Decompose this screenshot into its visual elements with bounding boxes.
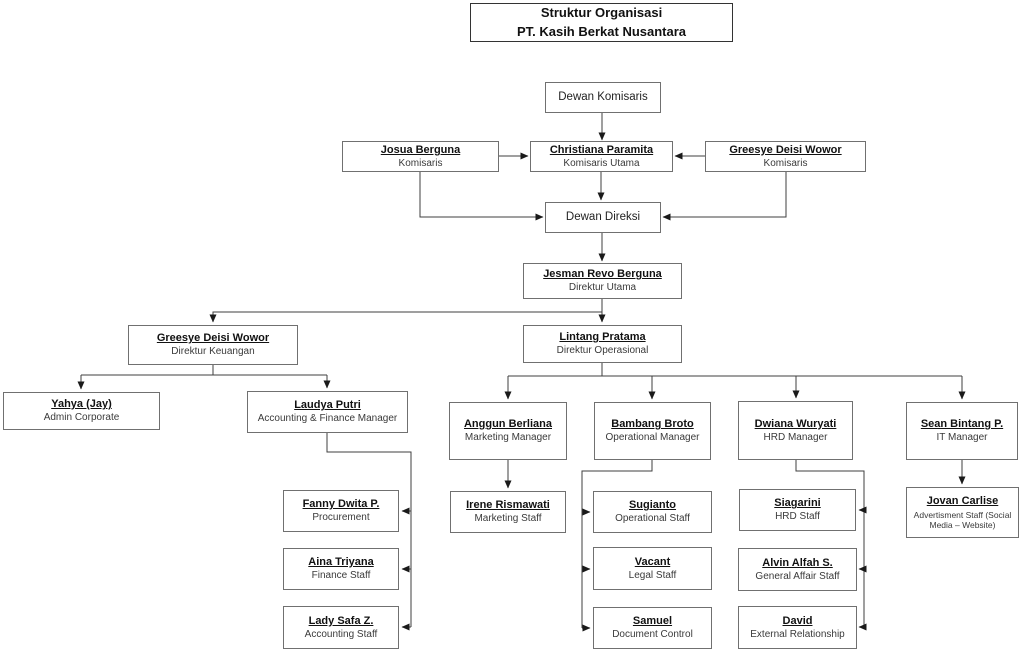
person-role: Marketing Staff <box>474 513 542 525</box>
org-node-sean-bintang-p: Sean Bintang P. IT Manager <box>906 402 1018 460</box>
person-role: Direktur Keuangan <box>171 346 255 358</box>
org-node-lady-safa-z: Lady Safa Z. Accounting Staff <box>283 606 399 649</box>
person-name: Fanny Dwita P. <box>302 498 380 511</box>
org-node-samuel: Samuel Document Control <box>593 607 712 649</box>
person-role: HRD Manager <box>763 431 828 443</box>
person-name: Sean Bintang P. <box>920 418 1004 431</box>
person-name: Christiana Paramita <box>549 143 654 156</box>
org-node-josua-berguna: Josua Berguna Komisaris <box>342 141 499 172</box>
person-name: Josua Berguna <box>380 143 461 156</box>
person-name: Jovan Carlise <box>926 495 999 508</box>
org-node-bambang-broto: Bambang Broto Operational Manager <box>594 402 711 460</box>
org-node-jovan-carlise: Jovan Carlise Advertisment Staff (Social… <box>906 487 1019 538</box>
person-name: Laudya Putri <box>294 399 361 412</box>
person-role: Accounting & Finance Manager <box>257 413 398 425</box>
person-role: Advertisment Staff (Social Media – Websi… <box>913 509 1012 531</box>
person-name: Jesman Revo Berguna <box>543 268 662 281</box>
person-name: Sugianto <box>628 499 677 512</box>
person-role: Finance Staff <box>311 570 371 582</box>
person-role: Komisaris Utama <box>563 157 640 169</box>
person-name: Yahya (Jay) <box>51 398 112 411</box>
chart-title-line1: Struktur Organisasi <box>540 5 663 21</box>
org-node-david: David External Relationship <box>738 606 857 649</box>
person-name: Lady Safa Z. <box>308 614 374 627</box>
person-name: Irene Rismawati <box>466 499 550 512</box>
person-role: Operational Manager <box>605 432 700 444</box>
person-name: Samuel <box>632 615 673 628</box>
person-role: Direktur Utama <box>568 282 637 294</box>
person-name: Anggun Berliana <box>463 418 552 431</box>
person-role: External Relationship <box>750 628 845 640</box>
org-node-anggun-berliana: Anggun Berliana Marketing Manager <box>449 402 567 460</box>
person-role: Direktur Operasional <box>556 345 649 357</box>
person-name: Greesye Deisi Wowor <box>156 332 270 345</box>
person-role: Procurement <box>312 512 370 524</box>
person-name: Siagarini <box>774 497 821 510</box>
org-node-lintang-pratama: Lintang Pratama Direktur Operasional <box>523 325 682 363</box>
person-name: Lintang Pratama <box>559 331 646 344</box>
chart-title: Struktur Organisasi PT. Kasih Berkat Nus… <box>470 3 733 42</box>
person-role: Komisaris <box>398 157 443 169</box>
person-name: Aina Triyana <box>308 556 374 569</box>
org-node-irene-rismawati: Irene Rismawati Marketing Staff <box>450 491 566 533</box>
org-node-aina-triyana: Aina Triyana Finance Staff <box>283 548 399 590</box>
org-node-jesman-revo-berguna: Jesman Revo Berguna Direktur Utama <box>523 263 682 299</box>
node-label: Dewan Direksi <box>565 211 641 224</box>
person-role: Marketing Manager <box>464 432 552 444</box>
org-node-christiana-paramita: Christiana Paramita Komisaris Utama <box>530 141 673 172</box>
person-role: General Affair Staff <box>755 570 840 582</box>
org-node-greesye-deisi-wowor-komisaris: Greesye Deisi Wowor Komisaris <box>705 141 866 172</box>
person-name: Alvin Alfah S. <box>762 556 833 569</box>
org-node-alvin-alfah-s: Alvin Alfah S. General Affair Staff <box>738 548 857 591</box>
person-name: Greesye Deisi Wowor <box>729 143 842 156</box>
org-node-greesye-deisi-wowor-keuangan: Greesye Deisi Wowor Direktur Keuangan <box>128 325 298 365</box>
person-role: Operational Staff <box>615 513 690 525</box>
org-node-fanny-dwita-p: Fanny Dwita P. Procurement <box>283 490 399 532</box>
org-node-laudya-putri: Laudya Putri Accounting & Finance Manage… <box>247 391 408 433</box>
person-role: IT Manager <box>936 432 988 444</box>
org-node-vacant: Vacant Legal Staff <box>593 547 712 590</box>
chart-title-line2: PT. Kasih Berkat Nusantara <box>516 23 687 39</box>
org-node-dewan-direksi: Dewan Direksi <box>545 202 661 233</box>
person-name: Vacant <box>634 555 671 568</box>
person-role: Admin Corporate <box>43 412 120 424</box>
node-label: Dewan Komisaris <box>558 91 648 104</box>
person-role: Legal Staff <box>628 569 677 581</box>
person-name: Bambang Broto <box>611 418 694 431</box>
person-role: HRD Staff <box>775 511 820 523</box>
org-node-yahya-jay: Yahya (Jay) Admin Corporate <box>3 392 160 430</box>
org-node-dwiana-wuryati: Dwiana Wuryati HRD Manager <box>738 401 853 460</box>
person-name: David <box>782 614 813 627</box>
person-role: Komisaris <box>763 157 808 169</box>
org-node-sugianto: Sugianto Operational Staff <box>593 491 712 533</box>
person-name: Dwiana Wuryati <box>754 417 837 430</box>
person-role: Document Control <box>612 629 693 641</box>
org-node-dewan-komisaris: Dewan Komisaris <box>545 82 661 113</box>
org-node-siagarini: Siagarini HRD Staff <box>739 489 856 531</box>
person-role: Accounting Staff <box>304 628 378 640</box>
